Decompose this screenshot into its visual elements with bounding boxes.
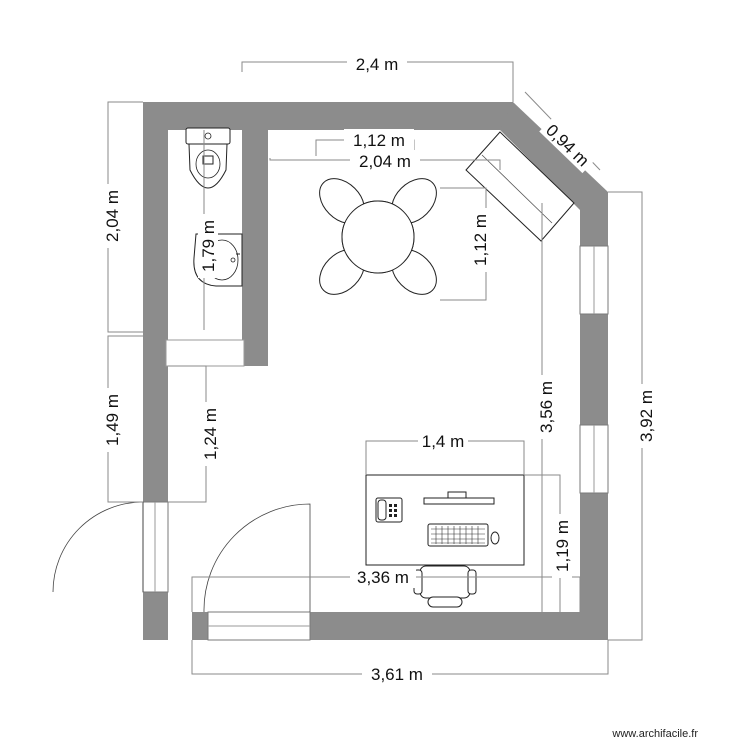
phone xyxy=(375,497,403,523)
toilet xyxy=(185,127,231,189)
door-left-swing xyxy=(52,501,144,593)
dim-left-lower-height: 1,49 m xyxy=(103,394,122,446)
doors xyxy=(52,501,311,613)
dining-table xyxy=(319,178,437,295)
wall-bathroom-stub xyxy=(165,339,245,367)
dim-left-upper-height: 2,04 m xyxy=(103,190,122,242)
office-chair xyxy=(413,565,477,608)
dimension-labels: 2,4 m 1,12 m 2,04 m 0,94 m 2,04 m 1,79 m… xyxy=(102,52,656,685)
dim-room-top-width: 2,04 m xyxy=(359,152,411,171)
dim-table-width: 1,12 m xyxy=(353,131,405,150)
dim-table-height: 1,12 m xyxy=(471,214,490,266)
dim-outer-bottom-width: 3,61 m xyxy=(371,665,423,684)
site-credit: www.archifacile.fr xyxy=(612,728,698,740)
wall-left-lower xyxy=(143,592,168,640)
wall-bathroom-partition xyxy=(242,128,268,366)
dim-desk-width: 1,4 m xyxy=(422,432,465,451)
keyboard xyxy=(427,523,489,547)
dim-right-inner-height: 3,56 m xyxy=(537,381,556,433)
door-entrance-swing xyxy=(203,503,311,613)
dim-entrance-height: 1,24 m xyxy=(201,408,220,460)
wall-diagonal xyxy=(500,102,608,212)
dim-top-width: 2,4 m xyxy=(356,55,399,74)
wall-left-upper xyxy=(143,102,168,502)
dim-right-outer-height: 3,92 m xyxy=(637,390,656,442)
diagonal-cabinet xyxy=(465,131,575,242)
wall-top xyxy=(143,102,513,130)
desk xyxy=(365,474,525,608)
mouse xyxy=(490,531,500,545)
dim-inner-bottom-width: 3,36 m xyxy=(357,568,409,587)
dim-bathroom-height: 1,79 m xyxy=(199,220,218,272)
windows xyxy=(142,245,609,641)
dim-desk-depth: 1,19 m xyxy=(553,520,572,572)
monitor xyxy=(423,497,495,505)
